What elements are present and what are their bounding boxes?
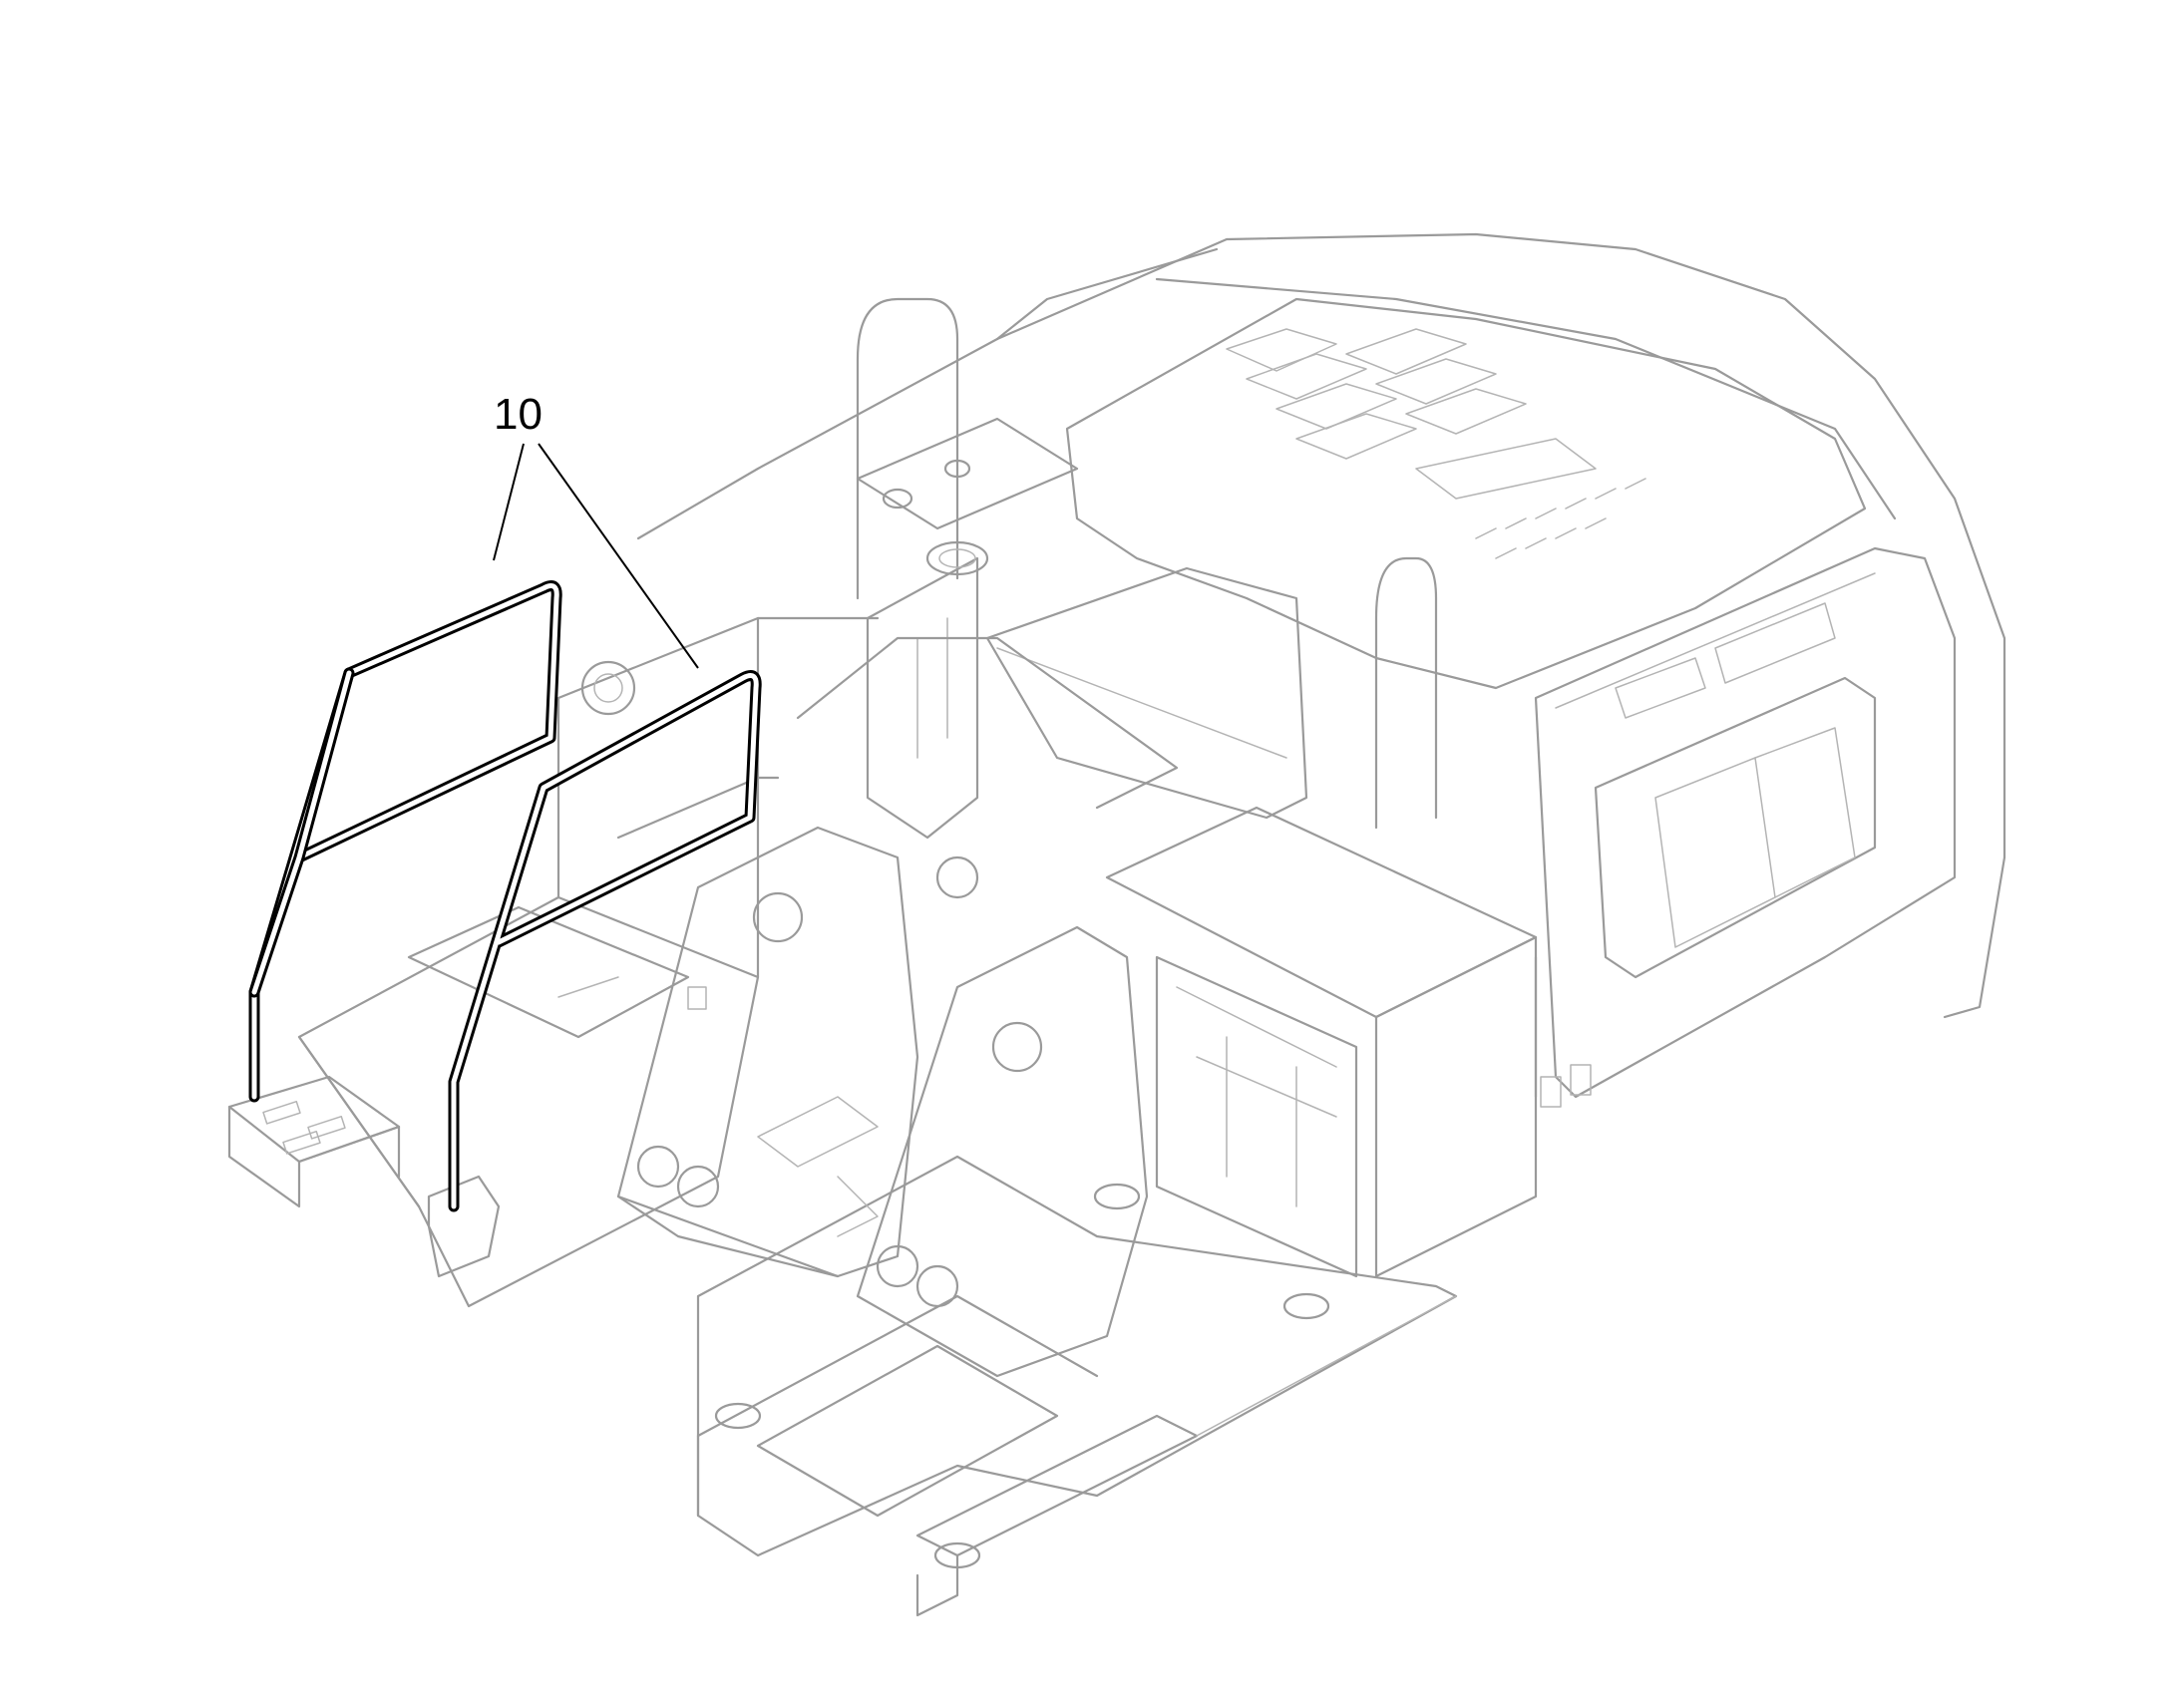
center-column [796,417,1179,899]
side-engine-cover [1534,546,1957,1108]
step-plates [227,1075,501,1278]
leader-line-right [538,443,699,669]
engine-hood [1065,297,1867,690]
callout-number: 10 [494,390,543,439]
handrail-part-10 [248,580,762,1212]
left-tank-box [297,616,880,1308]
center-compartment [1105,806,1538,1278]
swing-frame [696,1155,1458,1617]
callout-10: 10 [493,390,699,669]
machine-frame-ghost [227,232,2006,1617]
leader-line-left [493,443,525,561]
boom-foot [616,826,1149,1378]
